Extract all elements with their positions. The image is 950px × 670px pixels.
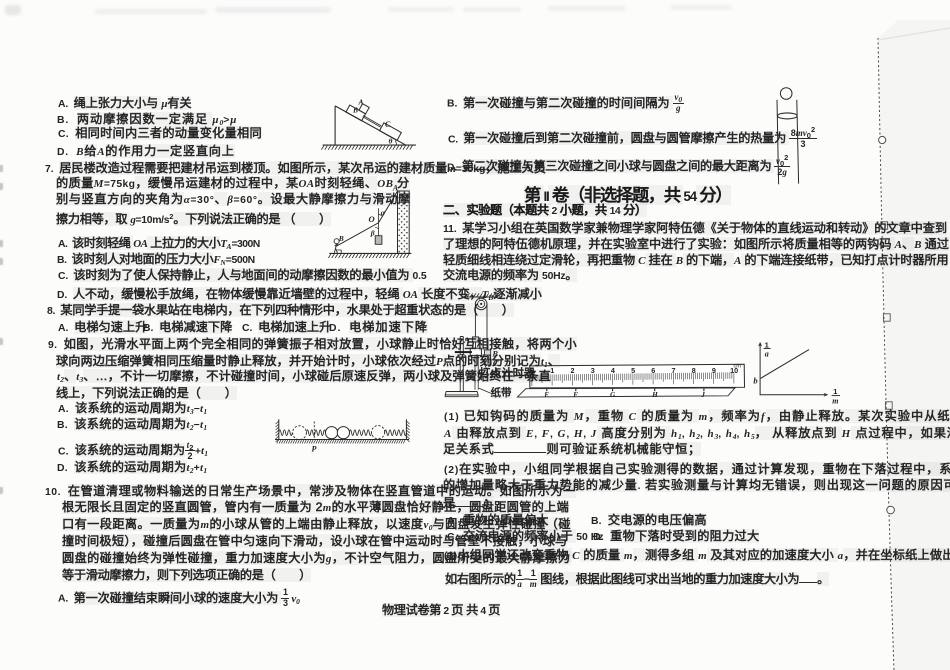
svg-text:10: 10 <box>730 366 738 375</box>
svg-text:θ: θ <box>389 137 393 146</box>
svg-text:b: b <box>753 376 757 386</box>
svg-text:7: 7 <box>672 366 676 375</box>
svg-text:β: β <box>370 229 375 238</box>
svg-text:1: 1 <box>765 340 769 349</box>
svg-text:A: A <box>392 184 399 193</box>
svg-text:2: 2 <box>571 366 575 375</box>
svg-text:C: C <box>493 358 499 368</box>
svg-text:E: E <box>543 391 549 399</box>
svg-text:B: B <box>491 348 498 358</box>
svg-text:B: B <box>352 106 358 115</box>
svg-text:G: G <box>610 391 615 399</box>
svg-text:α: α <box>381 208 386 217</box>
svg-text:H: H <box>651 391 658 399</box>
svg-text:0: 0 <box>530 366 534 375</box>
svg-text:F: F <box>573 391 578 399</box>
svg-text:m: m <box>832 397 838 405</box>
svg-text:C: C <box>385 120 391 129</box>
svg-text:A: A <box>358 97 364 106</box>
svg-text:A: A <box>463 335 470 345</box>
svg-text:cm: cm <box>734 364 742 370</box>
svg-text:6: 6 <box>651 366 655 375</box>
svg-text:O: O <box>369 214 375 224</box>
svg-text:a: a <box>765 350 769 359</box>
svg-text:5: 5 <box>631 366 635 375</box>
svg-text:8: 8 <box>692 366 696 375</box>
svg-text:3: 3 <box>591 366 595 375</box>
svg-text:B: B <box>338 234 344 243</box>
svg-text:4: 4 <box>611 366 615 375</box>
svg-text:1: 1 <box>833 387 837 396</box>
svg-text:9: 9 <box>712 366 716 375</box>
svg-text:P: P <box>312 445 317 454</box>
svg-text:1: 1 <box>550 366 554 375</box>
svg-text:J: J <box>700 391 705 399</box>
